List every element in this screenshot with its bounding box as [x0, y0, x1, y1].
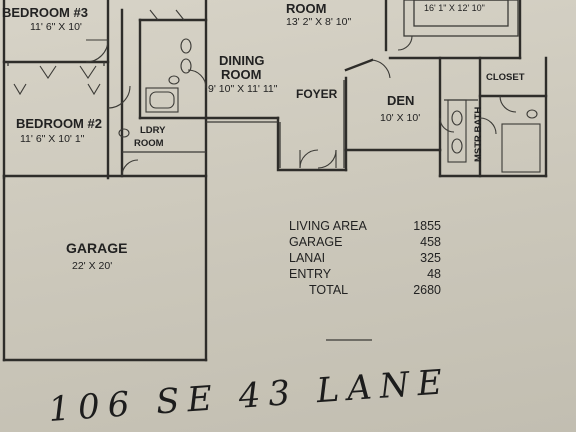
area-value: 48 [427, 267, 441, 281]
closet-name: CLOSET [486, 72, 525, 83]
area-label: LANAI [289, 251, 326, 265]
top-right-room-dim: 16' 1" X 12' 10" [424, 3, 485, 13]
wall-lines [2, 0, 548, 362]
area-label: LIVING AREA [289, 219, 367, 233]
mstr-bath-name: MSTR BATH [473, 106, 484, 162]
bedroom3-name: BEDROOM #3 [2, 5, 88, 20]
detail-lines [7, 0, 519, 168]
area-value: 1855 [413, 219, 441, 233]
dining-dim: 9' 10" X 11' 11" [208, 83, 278, 95]
bath-fixtures [118, 38, 541, 173]
area-row: GARAGE 458 [289, 235, 441, 251]
bedroom2-name: BEDROOM #2 [16, 116, 102, 131]
garage-dim: 22' X 20' [72, 260, 113, 272]
area-label: GARAGE [289, 235, 343, 249]
garage-name: GARAGE [66, 240, 128, 256]
bedroom2-dim: 11' 6" X 10' 1" [20, 133, 85, 145]
area-value: 325 [420, 251, 441, 265]
bedroom3-dim: 11' 6" X 10' [30, 21, 82, 33]
closet-rods [13, 9, 185, 96]
area-row: LANAI 325 [289, 251, 441, 267]
area-summary-table: LIVING AREA 1855 GARAGE 458 LANAI 325 EN… [289, 219, 441, 299]
room-top-dim: 13' 2" X 8' 10" [286, 16, 352, 28]
area-row: LIVING AREA 1855 [289, 219, 441, 235]
den-name: DEN [387, 93, 415, 108]
laundry-name-line2: ROOM [134, 138, 164, 149]
room-top-name: ROOM [286, 1, 327, 16]
laundry-name-line1: LDRY [140, 125, 166, 136]
area-total-value: 2680 [413, 283, 441, 297]
area-total-row: TOTAL 2680 [289, 283, 441, 299]
dining-name-line1: DINING [219, 53, 265, 68]
dining-name-line2: ROOM [221, 67, 262, 82]
area-label: ENTRY [289, 267, 332, 281]
area-row: ENTRY 48 [289, 267, 441, 283]
area-total-label: TOTAL [309, 283, 349, 297]
area-value: 458 [420, 235, 441, 249]
den-dim: 10' X 10' [380, 112, 421, 124]
foyer-name: FOYER [296, 87, 338, 101]
